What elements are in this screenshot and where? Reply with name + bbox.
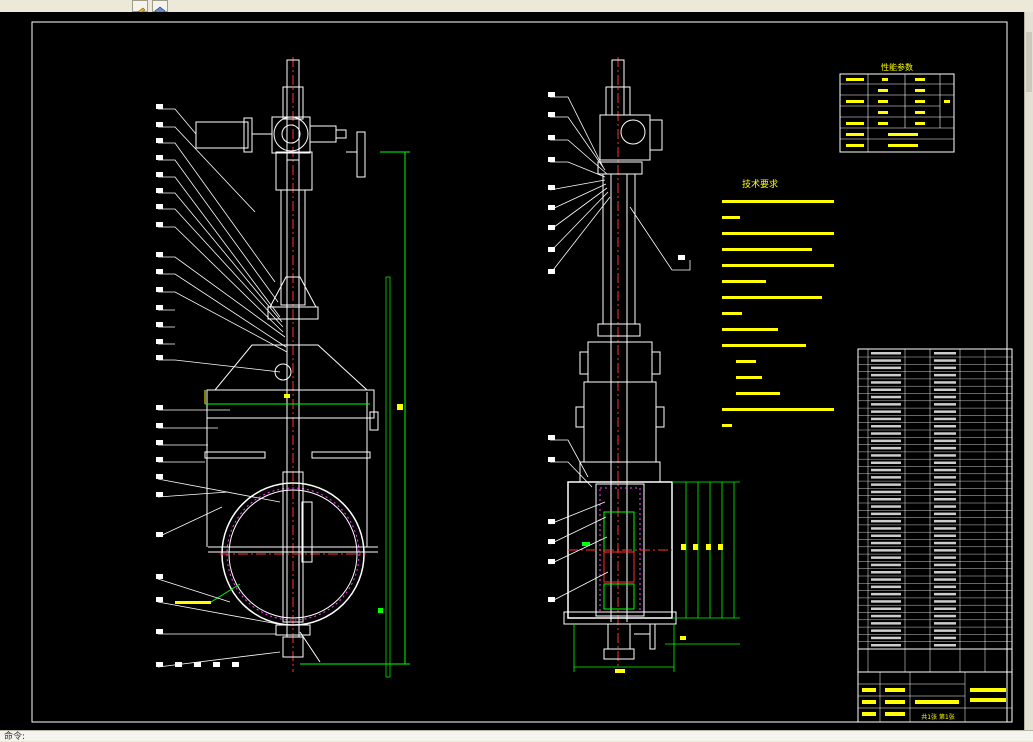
title-block: 共1张 第1张: [857, 671, 1013, 723]
pencil-icon[interactable]: [132, 0, 148, 17]
command-line[interactable]: 命令:: [0, 730, 1033, 742]
tech-requirements: 技术要求: [722, 178, 834, 427]
parts-list: [857, 348, 1013, 673]
diamond-icon[interactable]: [152, 0, 168, 16]
tech-requirements-title: 技术要求: [742, 178, 778, 190]
scrollbar-thumb[interactable]: [1026, 32, 1032, 92]
sheet-number: 共1张 第1张: [921, 713, 955, 721]
command-prompt: 命令:: [4, 732, 26, 742]
side-view: [548, 57, 740, 673]
drawing-svg: 性能参数 技术要求: [31, 21, 1013, 723]
param-table-title: 性能参数: [881, 62, 913, 72]
front-view: [156, 57, 410, 678]
cad-drawing-canvas[interactable]: 性能参数 技术要求: [0, 12, 1024, 730]
drawing-frame: [31, 21, 1008, 723]
param-table: 性能参数: [839, 62, 955, 153]
vertical-scrollbar[interactable]: [1024, 12, 1033, 730]
